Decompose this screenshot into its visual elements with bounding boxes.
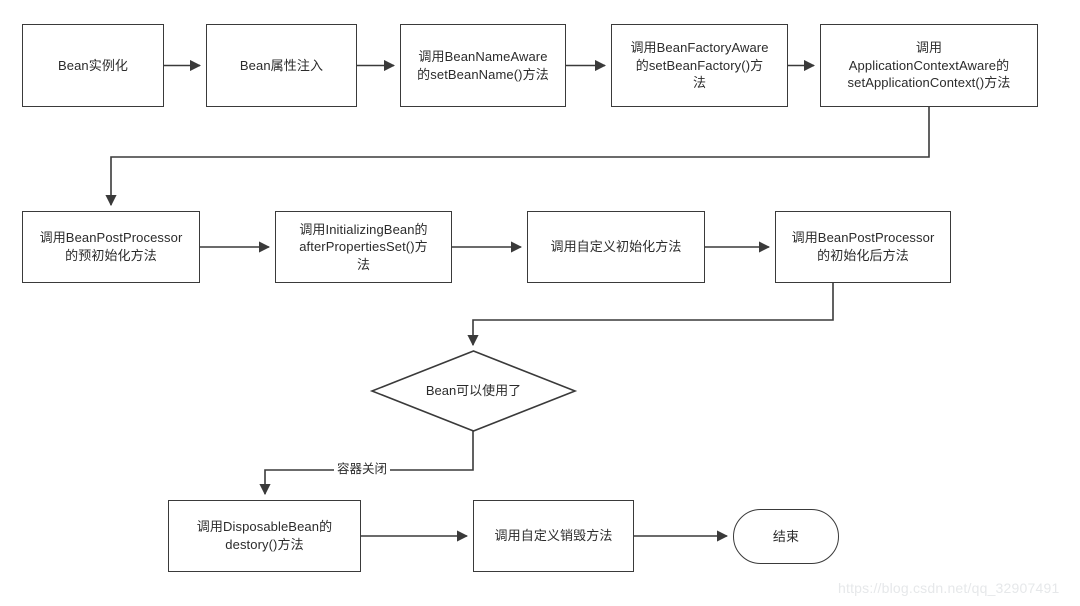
- node-label: 调用BeanNameAware 的setBeanName()方法: [417, 48, 549, 82]
- node-label: 调用 ApplicationContextAware的 setApplicati…: [847, 40, 1011, 91]
- node-label: 调用BeanFactoryAware 的setBeanFactory()方 法: [630, 40, 769, 91]
- node-disposable-bean[interactable]: 调用DisposableBean的 destory()方法: [168, 500, 361, 572]
- node-label: 结束: [772, 528, 800, 544]
- node-initializing-bean[interactable]: 调用InitializingBean的 afterPropertiesSet()…: [275, 211, 452, 283]
- node-bean-factory-aware[interactable]: 调用BeanFactoryAware 的setBeanFactory()方 法: [611, 24, 788, 107]
- decision-diamond-shape: [369, 350, 578, 432]
- node-label: Bean实例化: [57, 57, 129, 73]
- node-end-terminator[interactable]: 结束: [733, 509, 839, 564]
- node-label: 调用自定义初始化方法: [550, 239, 682, 255]
- edge-n9-n10: [467, 283, 834, 347]
- node-label: 调用DisposableBean的 destory()方法: [196, 519, 333, 552]
- node-custom-destroy-method[interactable]: 调用自定义销毁方法: [473, 500, 634, 572]
- node-label: 调用自定义销毁方法: [494, 528, 613, 544]
- watermark-text: https://blog.csdn.net/qq_32907491: [838, 580, 1060, 596]
- node-label: 调用BeanPostProcessor 的预初始化方法: [39, 230, 183, 263]
- node-label: 调用BeanPostProcessor 的初始化后方法: [791, 230, 935, 263]
- node-label: Bean属性注入: [239, 57, 324, 73]
- node-custom-init-method[interactable]: 调用自定义初始化方法: [527, 211, 705, 283]
- node-bean-post-processor-before-init[interactable]: 调用BeanPostProcessor 的预初始化方法: [22, 211, 200, 283]
- node-application-context-aware[interactable]: 调用 ApplicationContextAware的 setApplicati…: [820, 24, 1038, 107]
- node-bean-name-aware[interactable]: 调用BeanNameAware 的setBeanName()方法: [400, 24, 566, 107]
- edge-n5-n6: [105, 107, 930, 207]
- node-label: 调用InitializingBean的 afterPropertiesSet()…: [299, 221, 428, 272]
- edge-label-container-shutdown: 容器关闭: [334, 462, 391, 477]
- node-bean-instantiation[interactable]: Bean实例化: [22, 24, 164, 107]
- node-bean-post-processor-after-init[interactable]: 调用BeanPostProcessor 的初始化后方法: [775, 211, 951, 283]
- node-bean-property-injection[interactable]: Bean属性注入: [206, 24, 357, 107]
